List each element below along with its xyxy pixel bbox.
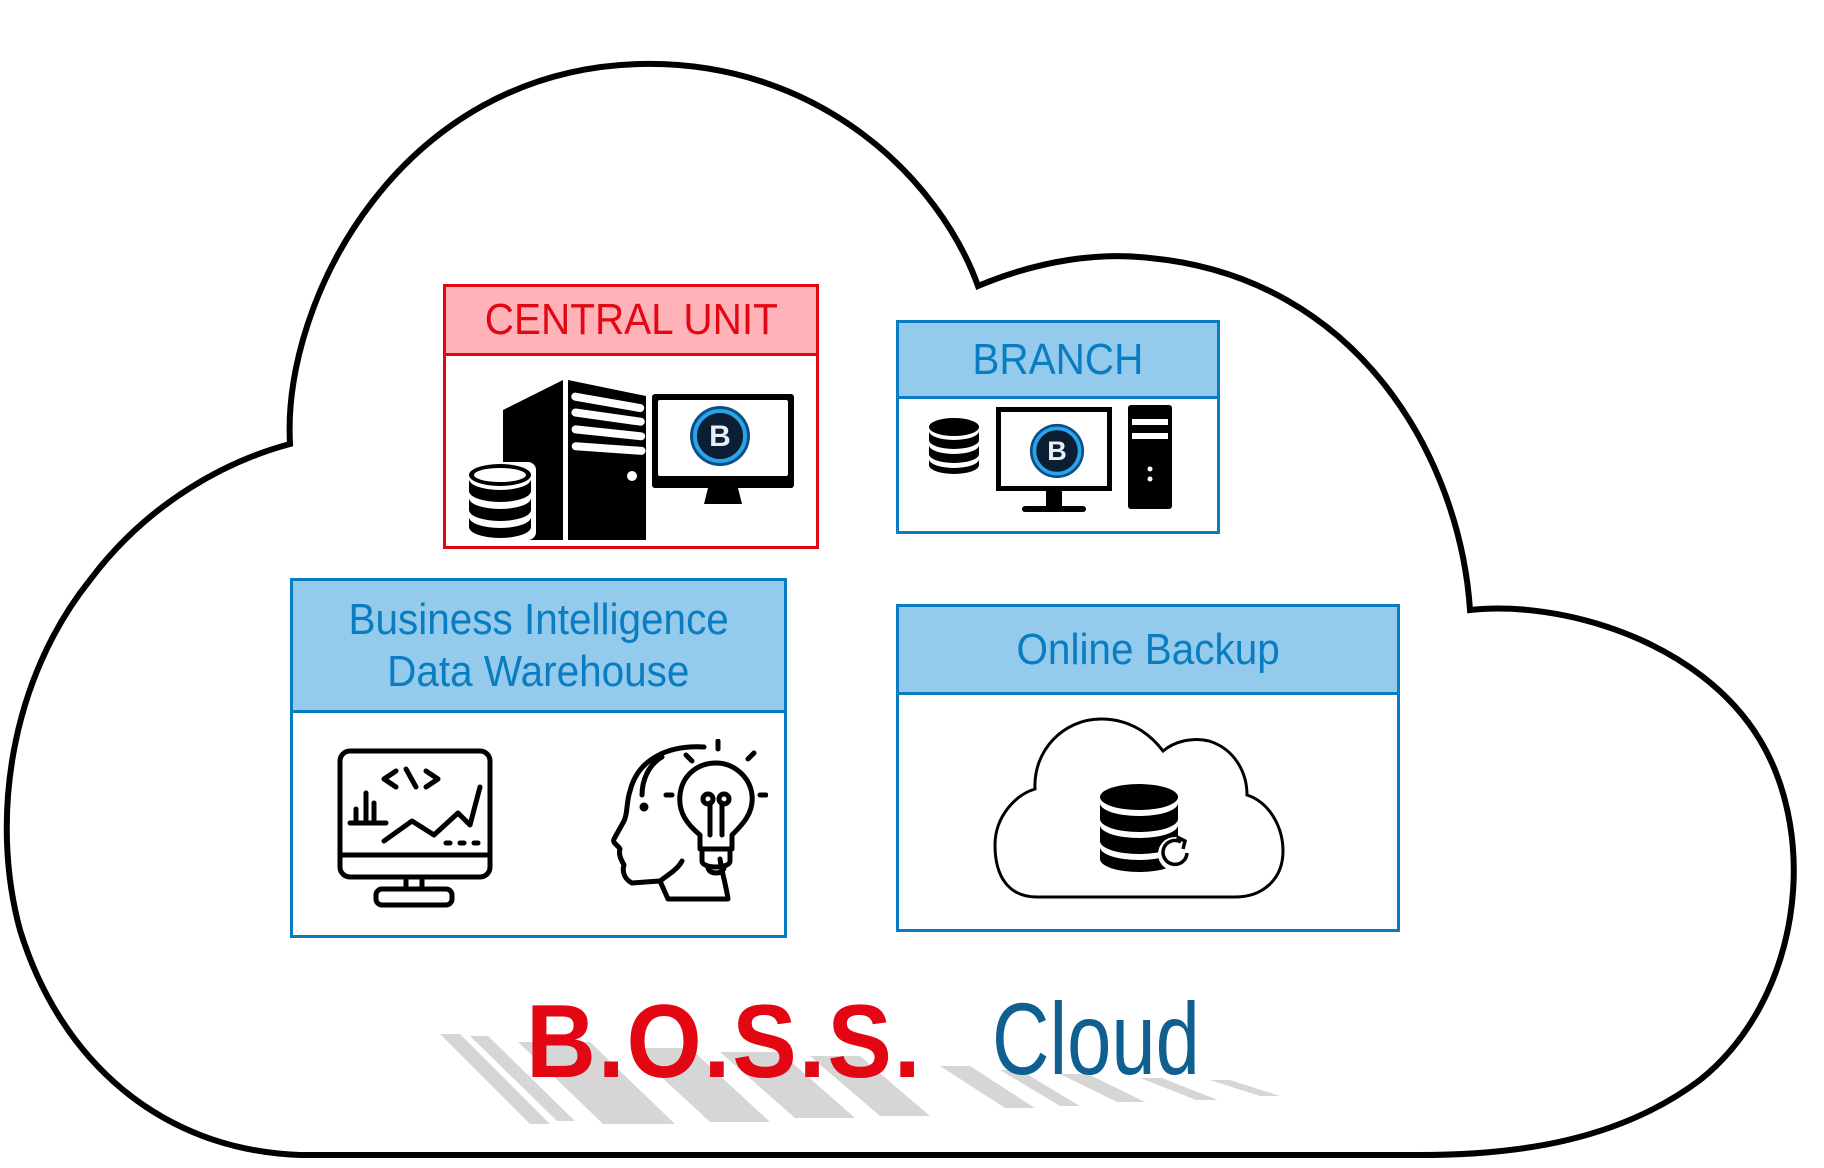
branch-title: BRANCH bbox=[972, 334, 1144, 384]
boss-logo-icon: B bbox=[689, 405, 751, 467]
logo-product-text: Cloud bbox=[992, 982, 1200, 1096]
shadow-stripe bbox=[1000, 1070, 1080, 1106]
central-unit-body: B bbox=[446, 356, 816, 546]
shadow-stripe bbox=[940, 1066, 1035, 1108]
analytics-monitor-icon bbox=[336, 747, 494, 909]
online-backup-header: Online Backup bbox=[899, 607, 1397, 695]
business-intelligence-body bbox=[293, 713, 784, 935]
database-icon bbox=[1099, 783, 1179, 873]
desktop-tower-icon bbox=[1128, 405, 1172, 509]
shadow-stripe bbox=[720, 1052, 855, 1118]
branch-box[interactable]: BRANCH B bbox=[896, 320, 1220, 534]
boss-cloud-logo: B.O.S.S. Cloud bbox=[440, 988, 1320, 1156]
branch-header: BRANCH bbox=[899, 323, 1217, 399]
boss-logo-icon: B bbox=[1029, 423, 1085, 479]
logo-shadow-stripes bbox=[440, 1034, 1280, 1124]
head-lightbulb-icon bbox=[608, 739, 768, 909]
online-backup-title: Online Backup bbox=[1016, 624, 1280, 674]
shadow-stripe bbox=[1060, 1074, 1145, 1102]
central-unit-box[interactable]: CENTRAL UNIT bbox=[443, 284, 819, 549]
boss-logo-letter: B bbox=[1047, 435, 1067, 466]
boss-logo-letter: B bbox=[709, 420, 731, 453]
database-icon bbox=[927, 417, 981, 475]
shadow-stripe bbox=[1140, 1078, 1218, 1100]
business-intelligence-title-line2: Data Warehouse bbox=[387, 646, 690, 696]
business-intelligence-title-line1: Business Intelligence bbox=[348, 594, 729, 644]
business-intelligence-header: Business Intelligence Data Warehouse bbox=[293, 581, 784, 713]
shadow-stripe bbox=[440, 1034, 550, 1124]
database-icon bbox=[464, 462, 536, 540]
shadow-stripe bbox=[470, 1036, 575, 1121]
online-backup-box[interactable]: Online Backup bbox=[896, 604, 1400, 932]
logo-brand-text: B.O.S.S. bbox=[526, 984, 923, 1100]
business-intelligence-box[interactable]: Business Intelligence Data Warehouse bbox=[290, 578, 787, 938]
central-unit-title: CENTRAL UNIT bbox=[484, 295, 778, 345]
shadow-stripe bbox=[518, 1042, 675, 1124]
shadow-stripe bbox=[1210, 1080, 1280, 1096]
online-backup-body bbox=[899, 695, 1397, 929]
shadow-stripe bbox=[810, 1056, 930, 1116]
branch-body: B bbox=[899, 399, 1217, 531]
shadow-stripe bbox=[630, 1048, 770, 1122]
central-unit-header: CENTRAL UNIT bbox=[446, 287, 816, 356]
refresh-icon bbox=[1155, 833, 1195, 873]
